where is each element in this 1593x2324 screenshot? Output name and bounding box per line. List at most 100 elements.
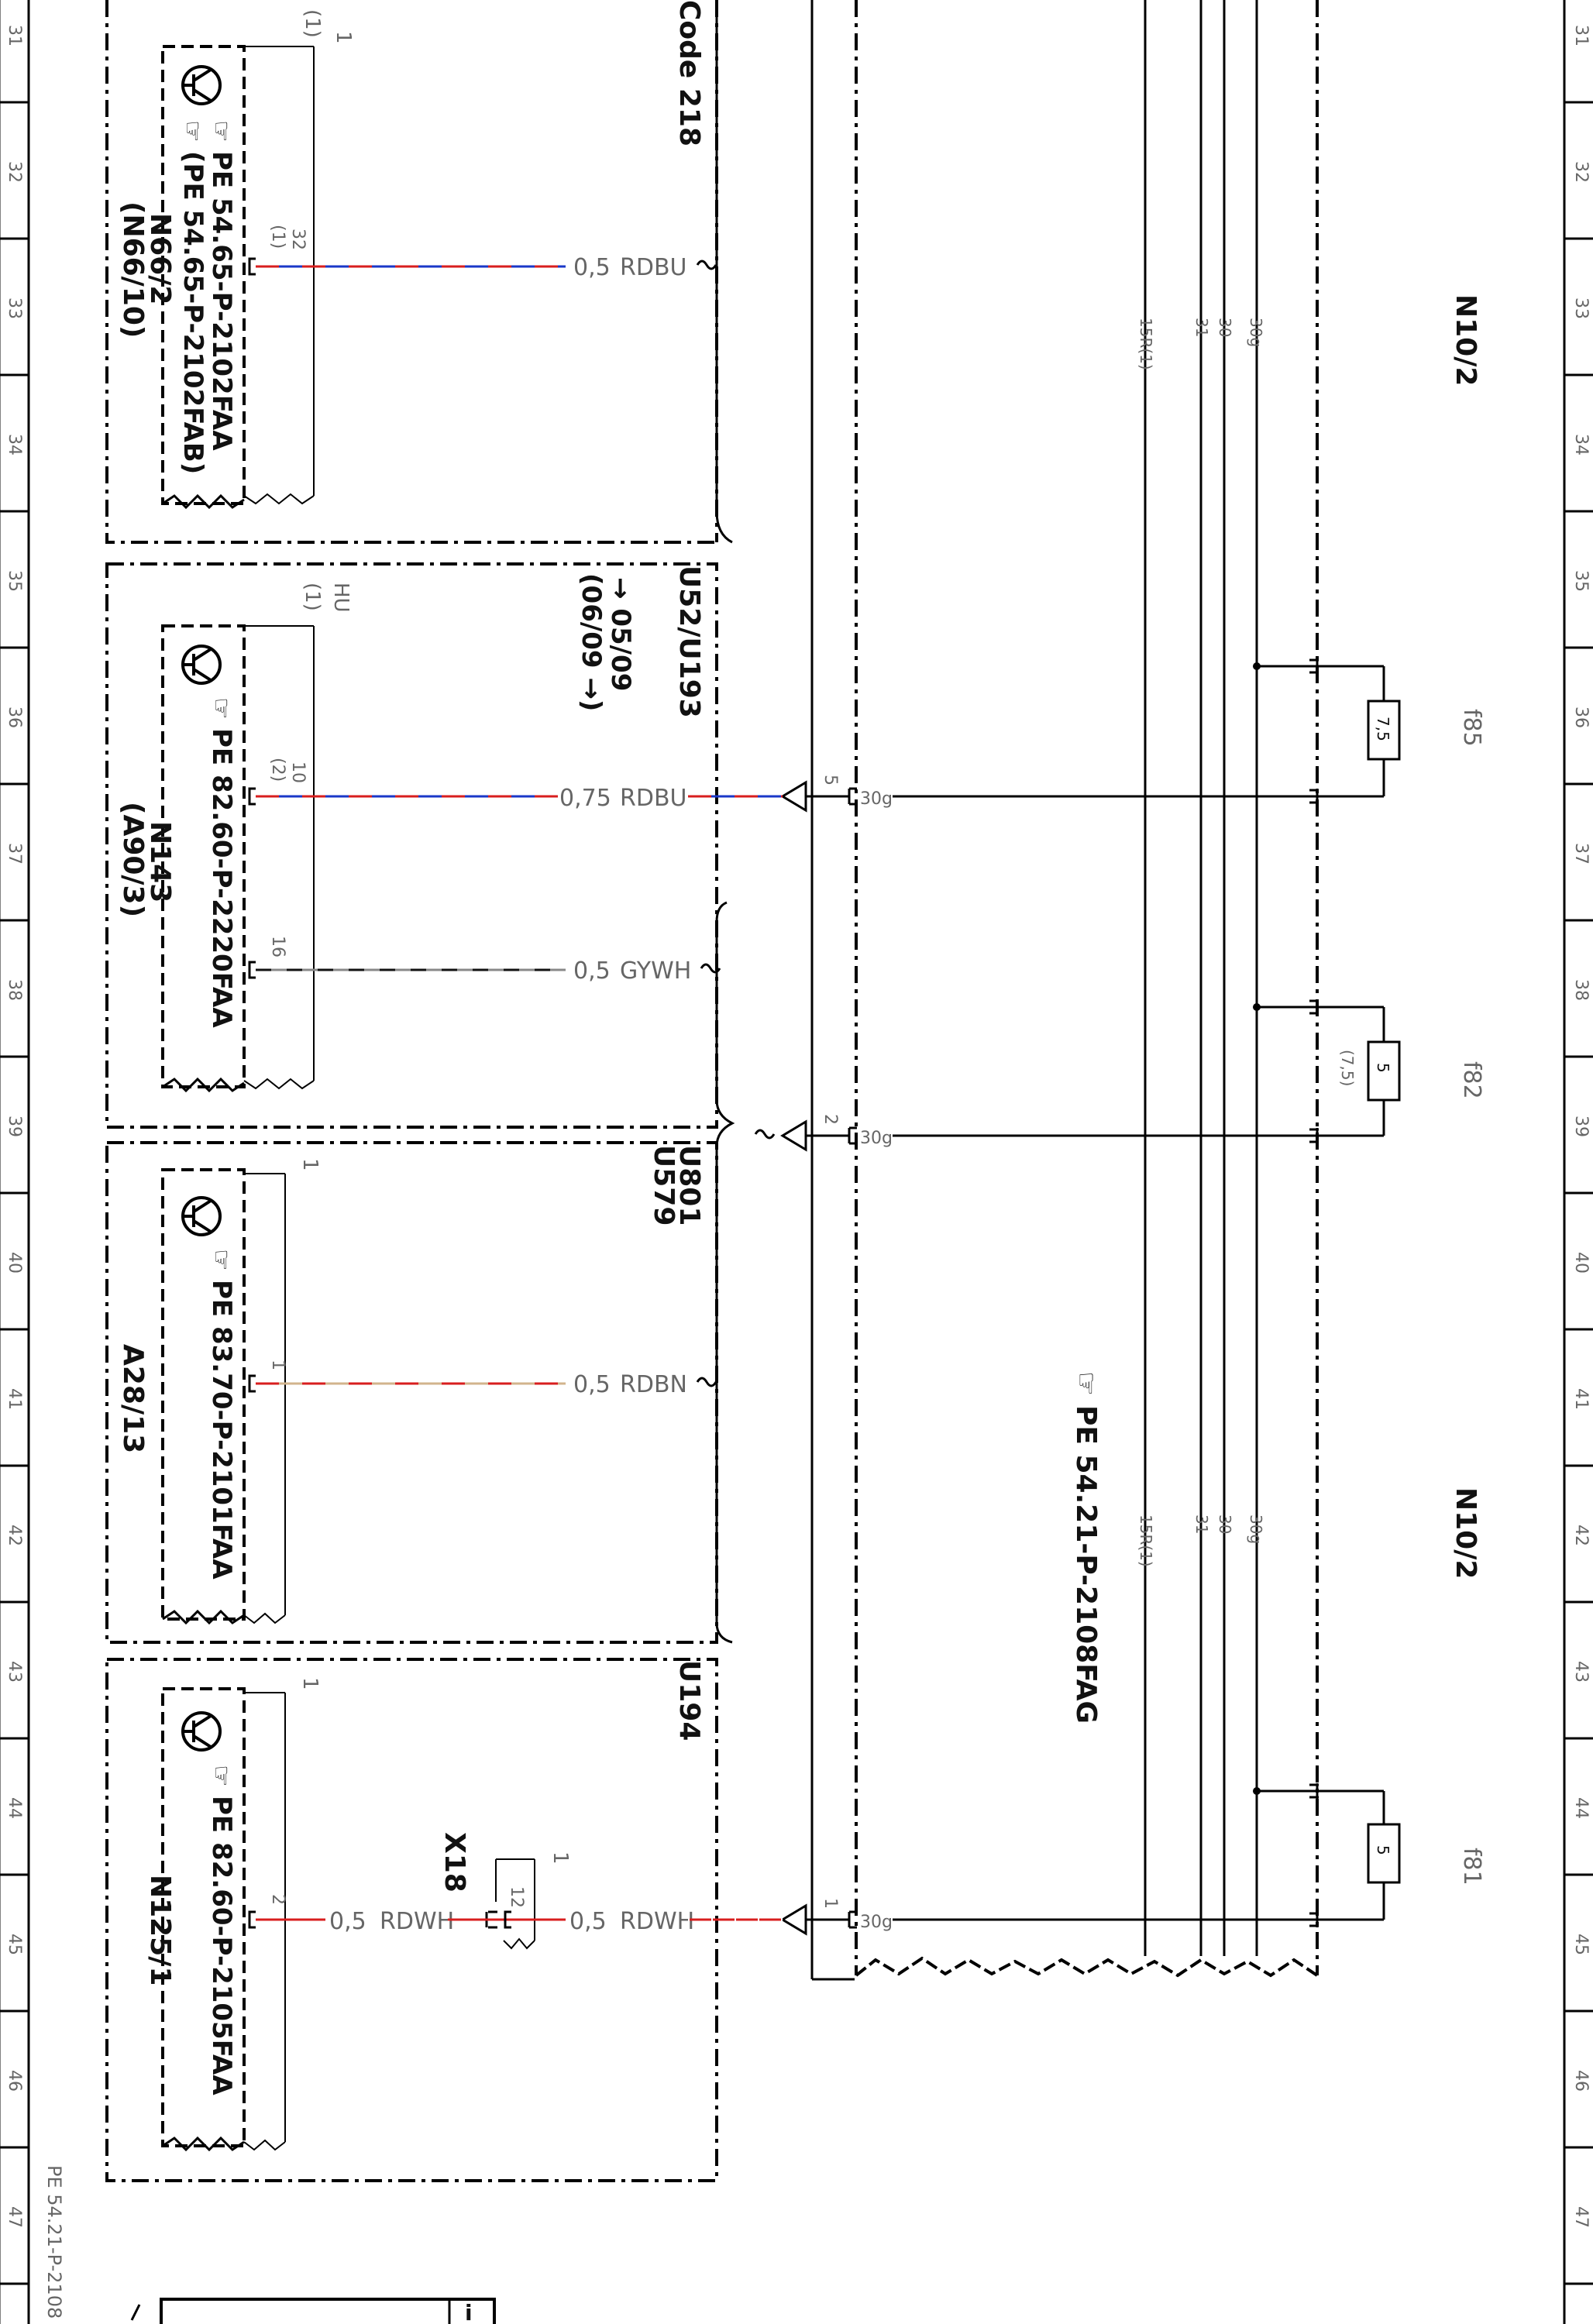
- hand-pointer-icon: ☞: [178, 120, 208, 143]
- ruler-label: 36: [1571, 706, 1591, 728]
- ruler-label: 47: [5, 2206, 24, 2228]
- ruler-label: 43: [5, 1661, 24, 1683]
- ruler-label: 45: [5, 1934, 24, 1955]
- footer-doc-ref: PE 54.21-P-2108: [43, 2165, 65, 2319]
- ruler-label: 32: [5, 161, 24, 183]
- bus-label-30g-lower: 30g: [1247, 1514, 1265, 1544]
- wire-color-n143-b: GYWH: [620, 957, 691, 985]
- ruler-label: 33: [5, 297, 24, 319]
- wire-color-n125-1-a: RDWH: [380, 1908, 454, 1935]
- bus-label-15r: 15R(1): [1137, 318, 1155, 370]
- hand-pointer-icon: ☞: [1070, 1371, 1102, 1396]
- pin-label-n66-2-alt: (1): [268, 225, 287, 249]
- wire-color-n125-1-b: RDWH: [620, 1908, 694, 1935]
- variant-u194: U194: [673, 1660, 705, 1741]
- component-alt-id-n143: (A90/3): [117, 802, 149, 917]
- component-n125-1: ☞ PE 82.60-P-2105FAA N125/1 1 2 0,5 RDWH…: [144, 1677, 783, 2152]
- pin-label-n143-16: 16: [268, 936, 287, 957]
- ruler-label: 41: [5, 1388, 24, 1410]
- ruler-label: 33: [1571, 297, 1591, 319]
- ruler-label: 37: [5, 843, 24, 865]
- variant-u801: U801: [673, 1145, 705, 1226]
- corner-label-n125-1: 1: [298, 1677, 322, 1690]
- fuse-f82: 5 (7,5) f82: [1253, 1003, 1485, 1137]
- output-pin-1: 1: [821, 1898, 840, 1909]
- output-net-3: 30g: [860, 1913, 893, 1932]
- fuse-f81-id: f81: [1458, 1848, 1485, 1886]
- corner-label-n66-2: (1): [301, 9, 324, 38]
- ruler-label: 45: [1571, 1934, 1591, 1955]
- component-id-a28-13: A28/13: [117, 1344, 149, 1453]
- pin-label-n143-10: 10: [288, 761, 308, 783]
- info-box: i: [130, 2298, 496, 2324]
- hand-pointer-icon: ☞: [207, 697, 236, 720]
- fuse-f82-alt-rating: (7,5): [1338, 1050, 1357, 1086]
- ruler-label: 36: [5, 706, 24, 728]
- bus-label-15r-lower: 15R(1): [1137, 1514, 1155, 1567]
- component-id-n125-1: N125/1: [144, 1875, 176, 1985]
- ruler-label: 39: [1571, 1116, 1591, 1137]
- fuse-f85-id: f85: [1458, 709, 1485, 747]
- output-net-2: 30g: [860, 1129, 893, 1148]
- connector-x18-corner: 1: [549, 1851, 572, 1865]
- ruler-label: 34: [1571, 434, 1591, 456]
- bus-label-30g: 30g: [1247, 318, 1265, 347]
- fuse-f82-id: f82: [1458, 1061, 1485, 1099]
- connector-x18: X18 12 1: [439, 1832, 572, 1950]
- wire-color-a28-13: RDBN: [620, 1371, 687, 1398]
- connector-x18-pin: 12: [507, 1886, 526, 1908]
- n10-2-module: 15R(1) 31 30 30g 15R(1) 31 30 30g N10/2 …: [780, 0, 1485, 1981]
- torn-edge: [855, 1956, 1319, 1978]
- pin-label-a28-13: 1: [268, 1360, 287, 1370]
- ruler-label: 38: [5, 979, 24, 1001]
- hand-pointer-icon: ☞: [207, 1249, 236, 1271]
- wire-gauge-n143-b: 0,5: [573, 957, 611, 985]
- corner-label-n143: (1): [301, 583, 324, 611]
- bus-label-30-lower: 30: [1216, 1514, 1234, 1534]
- ruler-label: 46: [5, 2070, 24, 2092]
- ruler-label: 37: [1571, 843, 1591, 865]
- info-icon: i: [465, 2300, 473, 2324]
- component-ref-n143: PE 82.60-P-2220FAA: [206, 728, 237, 1028]
- output-net-1: 30g: [860, 789, 893, 809]
- ruler-label: 44: [5, 1797, 24, 1819]
- fuse-f85-rating: 7,5: [1374, 717, 1392, 741]
- bus-label-31: 31: [1192, 318, 1211, 337]
- bus-label-30: 30: [1216, 318, 1234, 337]
- module-reference-text: PE 54.21-P-2108FAG: [1070, 1405, 1102, 1724]
- component-n143: ☞ PE 82.60-P-2220FAA N143 (A90/3) HU (1)…: [117, 583, 783, 1140]
- wire-color-n143-a: RDBU: [620, 785, 686, 812]
- ruler-label: 35: [1571, 570, 1591, 592]
- transistor-icon: [181, 1196, 222, 1236]
- ruler-label: 34: [5, 434, 24, 456]
- ruler-label: 40: [5, 1252, 24, 1274]
- connector-arrow-icon: [780, 780, 849, 1936]
- module-reference: ☞ PE 54.21-P-2108FAG: [1070, 1371, 1102, 1724]
- pin-label-n143-2: (2): [268, 758, 287, 782]
- wire-color-n66-2: RDBU: [620, 254, 686, 281]
- component-id-n66-2: N66/2: [144, 213, 176, 304]
- ruler-label: 31: [1571, 25, 1591, 46]
- wire-gauge-n125-1-a: 0,5: [329, 1908, 366, 1935]
- pin-label-n66-2: 32: [288, 229, 308, 250]
- wire-gauge-n125-1-b: 0,5: [569, 1908, 607, 1935]
- component-ref-n66-2-alt: (PE 54.65-P-2102FAB): [177, 151, 208, 474]
- ruler-label: 46: [1571, 2070, 1591, 2092]
- component-alt-id-n66-2: (N66/10): [117, 201, 149, 338]
- ruler-label: 42: [1571, 1525, 1591, 1546]
- fuse-f85: 7,5 f85: [1253, 662, 1485, 798]
- component-a28-13: ☞ PE 83.70-P-2101FAA A28/13 1 1 0,5 RDBN: [117, 1158, 717, 1625]
- transistor-icon: [181, 645, 222, 685]
- ruler-label: 43: [1571, 1661, 1591, 1683]
- connector-x18-id: X18: [439, 1832, 470, 1893]
- bus-label-31-lower: 31: [1192, 1514, 1211, 1534]
- output-pin-2: 2: [821, 1114, 840, 1125]
- hu-label: HU: [329, 583, 353, 613]
- module-name-bottom: N10/2: [1450, 1487, 1481, 1579]
- variant-u52-u193: U52/U193: [673, 566, 705, 718]
- transistor-icon: [181, 1711, 222, 1752]
- transistor-icon: [181, 65, 222, 105]
- ruler-label: 31: [5, 25, 24, 46]
- ruler-label: 32: [1571, 161, 1591, 183]
